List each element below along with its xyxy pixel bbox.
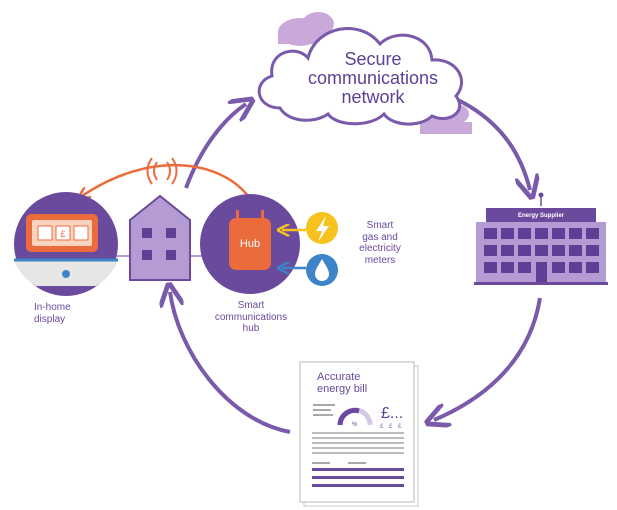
bill-title-line-1: Accurate: [317, 371, 361, 383]
meters-label-line-2: gas and: [362, 231, 398, 243]
arrow-hub-to-display: [82, 163, 249, 196]
network-label-line-3: network: [341, 86, 405, 107]
arrow-network-to-supplier: [457, 98, 530, 190]
gauge-icon: [337, 407, 373, 426]
network-label-line-2: communications: [307, 67, 439, 88]
bill-amount: £...: [381, 405, 404, 422]
display-label: In-home display: [34, 302, 100, 325]
bill-title: Accurate energy bill: [317, 371, 407, 395]
meters-label-line-4: meters: [364, 254, 396, 266]
network-label: Secure communications network: [298, 50, 448, 107]
water-drop-icon: [306, 254, 338, 286]
meters-label-line-1: Smart: [366, 220, 394, 231]
smart-hub-icon: [200, 194, 300, 294]
bill-title-line-2: energy bill: [317, 383, 368, 396]
network-label-line-1: Secure: [344, 49, 402, 69]
gauge-percent: %: [352, 422, 358, 428]
building-icon: [474, 192, 608, 285]
hub-device-text: Hub: [239, 238, 261, 250]
hub-label-line-1: Smart: [237, 300, 265, 311]
arrow-supplier-to-bill: [434, 297, 542, 420]
hub-label: Smart communications hub: [196, 300, 306, 335]
lightning-icon: [306, 212, 338, 244]
meters-label-line-3: electricity: [359, 243, 401, 254]
arrow-bill-to-home: [170, 292, 291, 434]
house-icon: [129, 194, 191, 281]
display-label-line-2: display: [34, 313, 66, 325]
arrow-hub-to-network: [184, 104, 246, 189]
signal-waves-icon: [146, 157, 178, 185]
in-home-display-icon: £: [14, 192, 118, 296]
display-screen-symbol: £: [60, 229, 65, 239]
supplier-label: Energy Supplier: [517, 213, 564, 219]
meters-label: Smart gas and electricity meters: [338, 220, 422, 266]
cloud-icon: [257, 27, 463, 126]
display-label-line-1: In-home: [34, 302, 71, 313]
hub-label-line-3: hub: [242, 323, 260, 334]
hub-label-line-2: communications: [214, 311, 288, 323]
bill-pound-row: £ £ £: [380, 424, 404, 430]
bill-document-icon: [299, 361, 419, 507]
